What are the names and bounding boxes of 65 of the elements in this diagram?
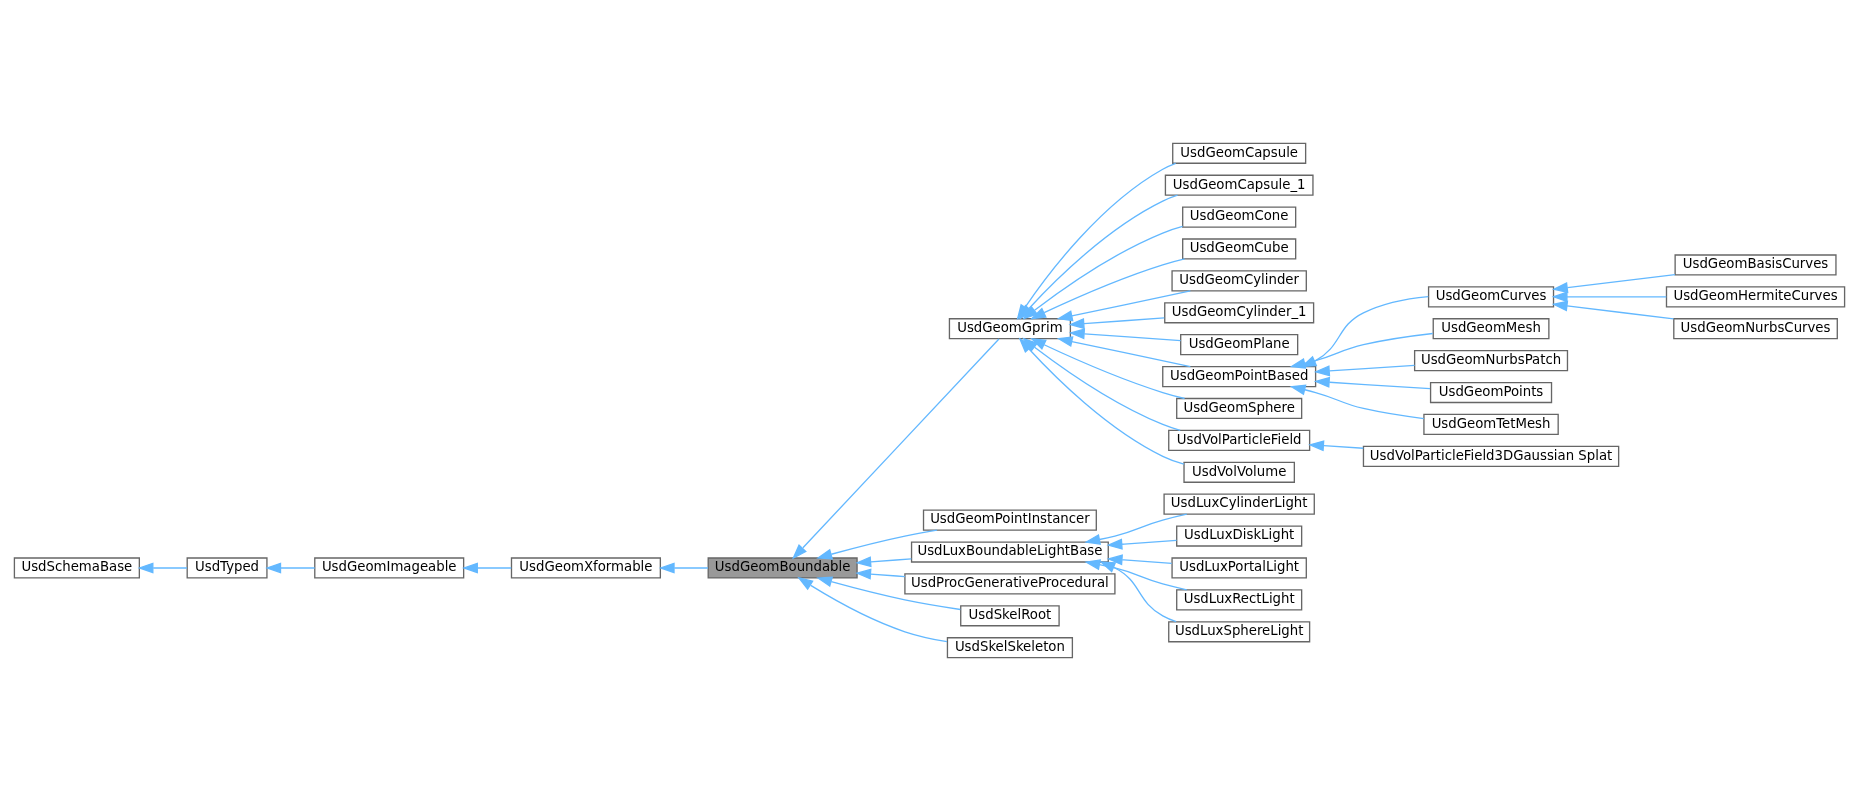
node-box: UsdLuxCylinderLight bbox=[1163, 493, 1315, 515]
node-box: UsdGeomMesh bbox=[1432, 317, 1550, 339]
arrow bbox=[816, 528, 938, 560]
arrow bbox=[1099, 560, 1177, 622]
node-box: UsdGeomTetMesh bbox=[1423, 413, 1559, 435]
arrow bbox=[1289, 383, 1425, 419]
node-box: UsdGeomBasisCurves bbox=[1674, 253, 1837, 276]
arrow bbox=[791, 337, 1000, 559]
node-box: UsdGeomPointBased bbox=[1162, 365, 1317, 387]
node-box: UsdGeomImageable bbox=[314, 556, 465, 579]
node-box: UsdLuxPortalLight bbox=[1171, 556, 1307, 579]
node-box: UsdGeomXformable bbox=[510, 556, 661, 579]
node-box: UsdLuxRectLight bbox=[1176, 588, 1303, 610]
node-box: UsdSkelRoot bbox=[960, 604, 1060, 626]
node-box: UsdProcGenerativeProcedural bbox=[904, 572, 1116, 595]
node-box: UsdGeomCapsule_1 bbox=[1164, 174, 1314, 196]
arrow bbox=[1084, 558, 1188, 590]
node-box: UsdGeomCylinder_1 bbox=[1164, 301, 1315, 323]
arrow bbox=[1551, 273, 1676, 293]
arrow bbox=[1068, 316, 1165, 329]
node-box: UsdVolParticleField3DGaussian Splat bbox=[1362, 445, 1620, 467]
node-box: UsdLuxSphereLight bbox=[1168, 620, 1311, 642]
node-box: UsdGeomNurbsPatch bbox=[1413, 349, 1569, 371]
node-box: UsdGeomBoundable bbox=[707, 556, 858, 579]
node-box: UsdGeomCurves bbox=[1427, 285, 1555, 307]
node-box: UsdGeomCapsule bbox=[1172, 142, 1307, 164]
node-box: UsdVolVolume bbox=[1183, 461, 1295, 483]
node-box: UsdGeomHermiteCurves bbox=[1665, 285, 1846, 307]
node-box: UsdLuxBoundableLightBase bbox=[910, 540, 1109, 563]
node-box: UsdGeomNurbsCurves bbox=[1673, 317, 1838, 339]
node-box: UsdGeomCube bbox=[1182, 237, 1297, 260]
node-box: UsdGeomSphere bbox=[1176, 397, 1303, 419]
arrow bbox=[1106, 553, 1173, 565]
node-box: UsdGeomCone bbox=[1182, 205, 1297, 228]
arrow bbox=[855, 568, 906, 580]
arrow bbox=[1030, 257, 1186, 319]
node-box: UsdVolParticleField bbox=[1168, 429, 1311, 451]
node-box: UsdGeomGprim bbox=[948, 317, 1072, 339]
node-box: UsdTyped bbox=[186, 556, 268, 579]
node-box: UsdGeomPlane bbox=[1180, 333, 1299, 355]
arrow bbox=[1056, 289, 1191, 321]
node-box: UsdGeomPoints bbox=[1429, 381, 1553, 403]
node-box: UsdSchemaBase bbox=[13, 556, 140, 579]
arrow bbox=[658, 561, 709, 574]
node-box: UsdGeomCylinder bbox=[1171, 269, 1307, 291]
arrow bbox=[1068, 327, 1182, 341]
arrow bbox=[1308, 439, 1364, 451]
arrow bbox=[1551, 299, 1675, 320]
node-box: UsdGeomPointInstancer bbox=[922, 509, 1097, 531]
arrow bbox=[1551, 290, 1667, 302]
node-box: UsdSkelSkeleton bbox=[946, 636, 1074, 658]
node-box: UsdLuxDiskLight bbox=[1176, 524, 1303, 547]
arrow bbox=[1313, 376, 1431, 389]
arrow bbox=[265, 561, 316, 574]
arrow bbox=[855, 555, 913, 567]
arrow bbox=[1022, 225, 1184, 320]
arrow bbox=[1313, 364, 1416, 376]
arrow bbox=[797, 576, 948, 642]
arrow bbox=[1056, 335, 1191, 367]
arrow bbox=[1030, 337, 1186, 399]
arrow bbox=[137, 561, 188, 574]
arrow bbox=[462, 561, 512, 574]
arrow bbox=[816, 575, 962, 610]
arrow bbox=[1084, 513, 1188, 545]
arrow bbox=[1106, 538, 1178, 550]
